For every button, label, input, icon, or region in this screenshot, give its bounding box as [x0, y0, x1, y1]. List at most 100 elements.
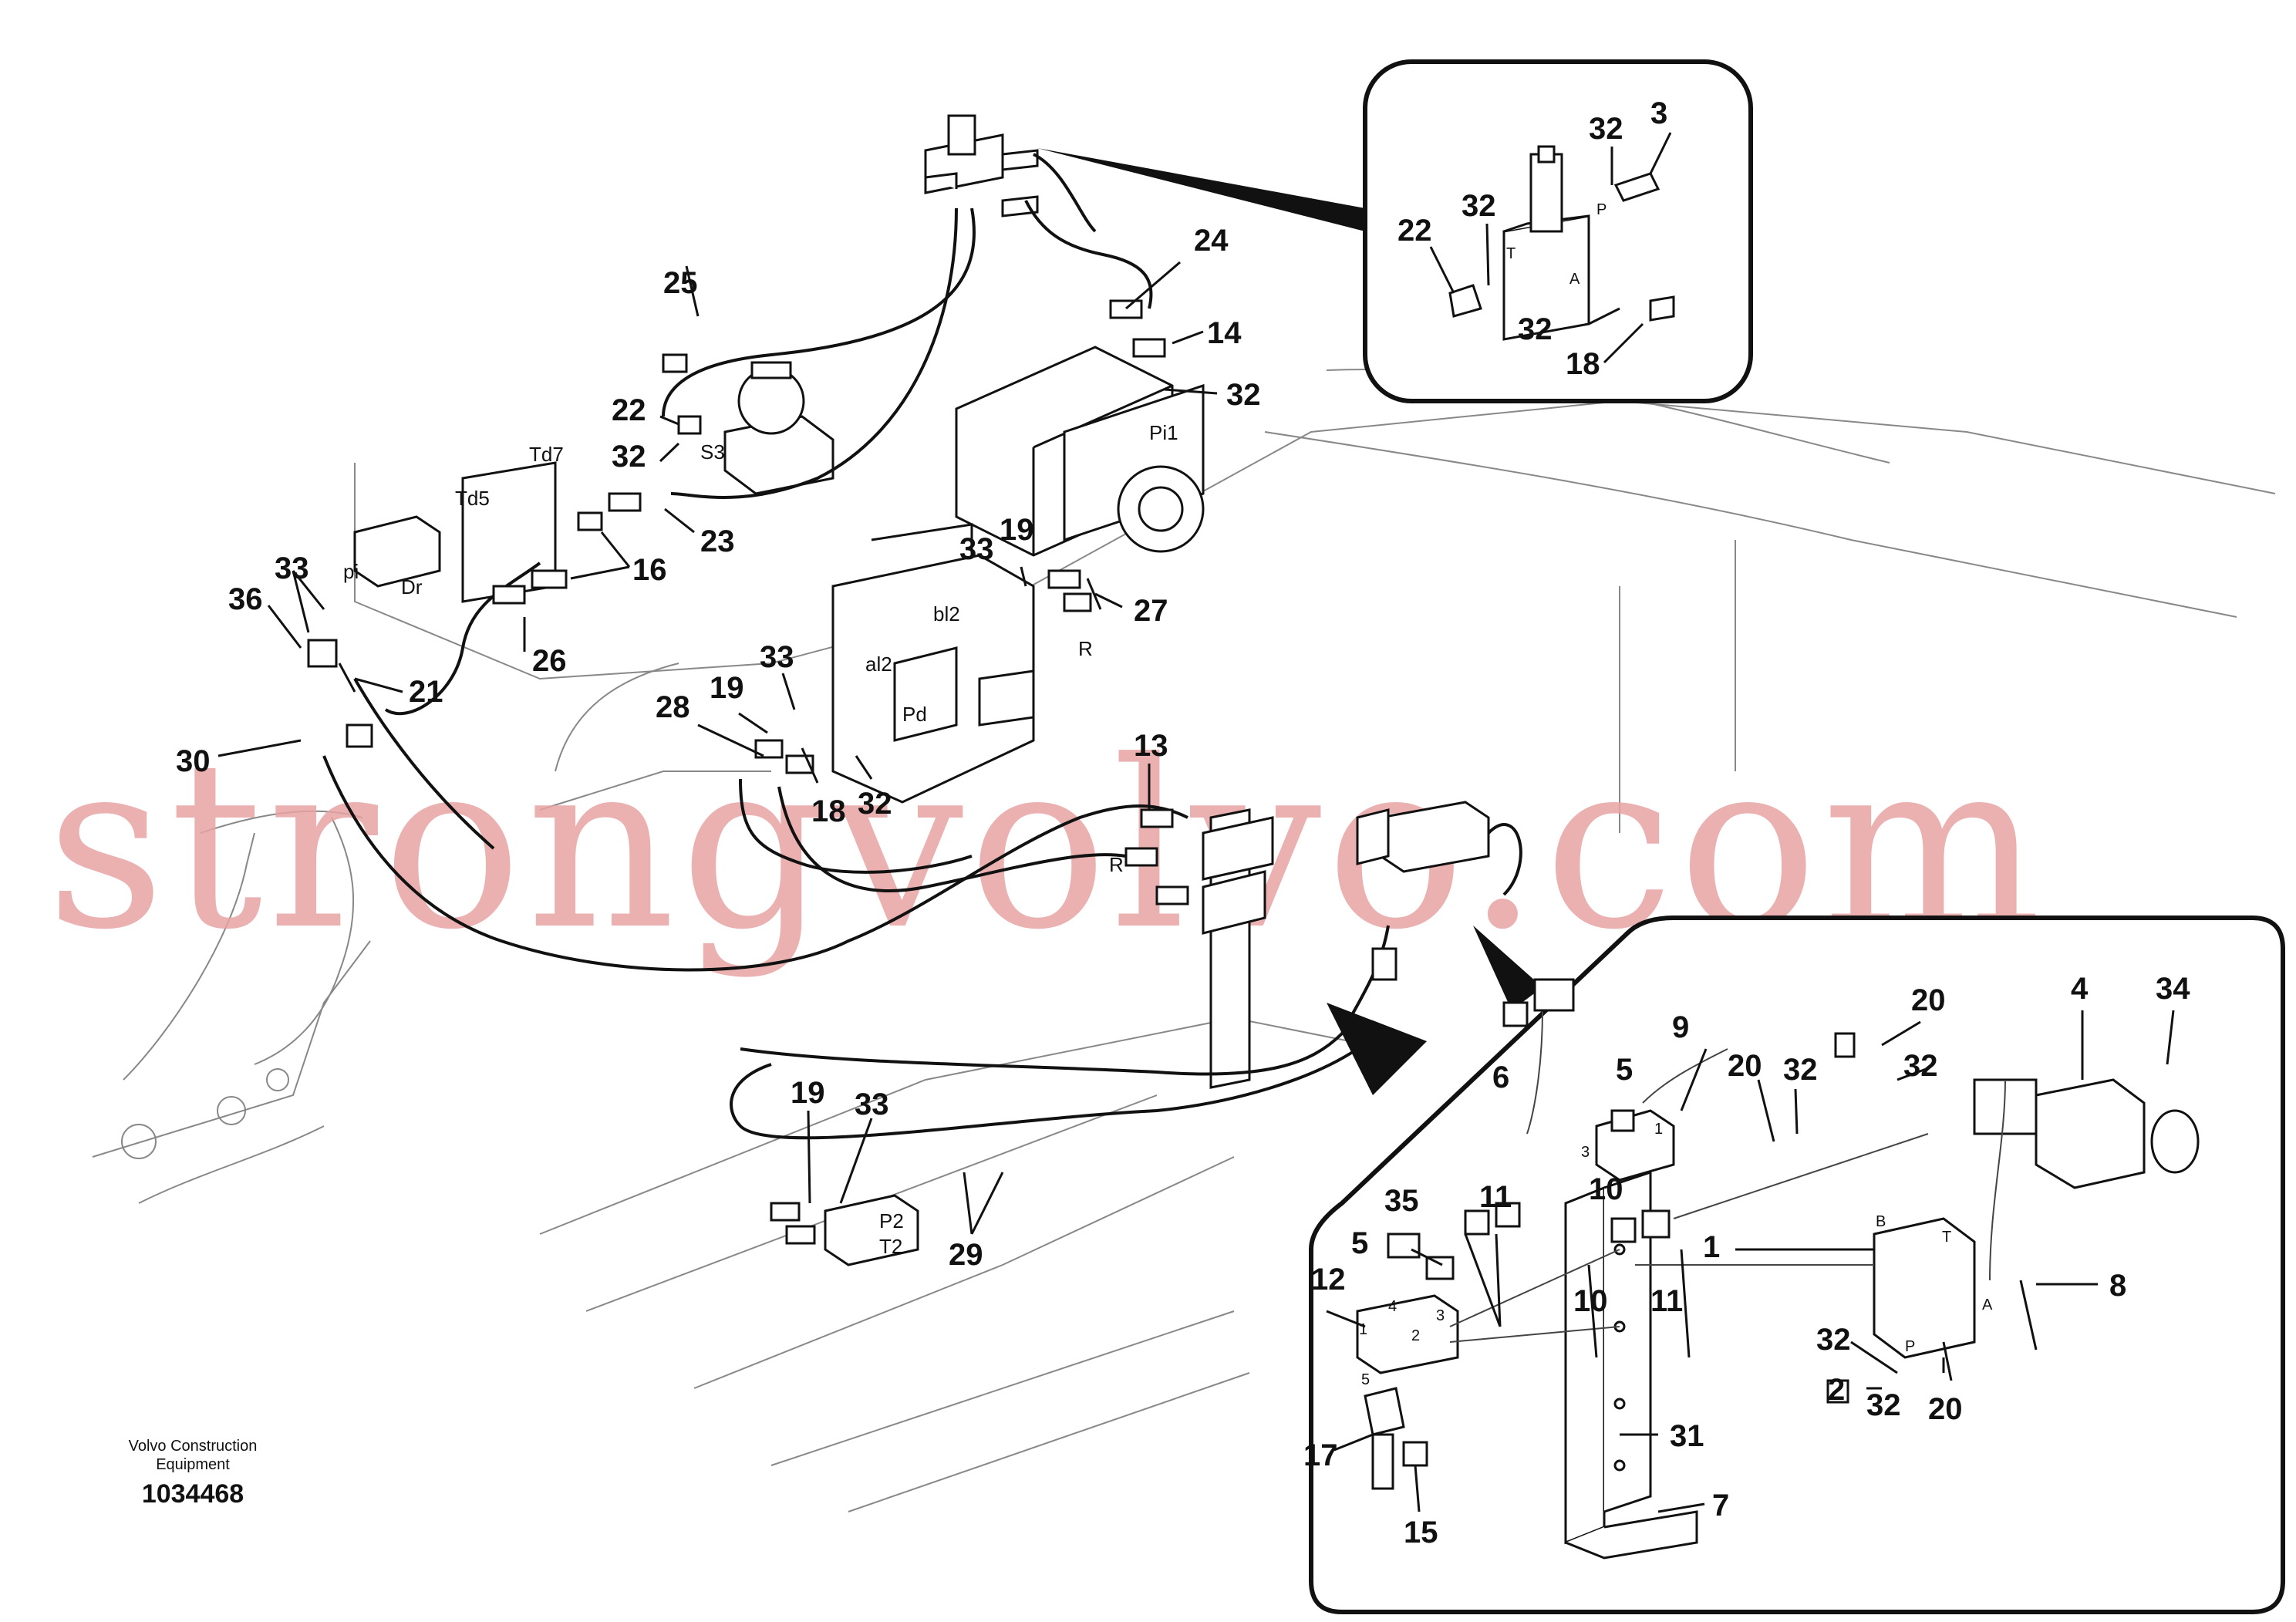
callout-18: 18	[811, 794, 846, 828]
callout-11: 11	[1479, 1180, 1512, 1214]
port-n4: 4	[1388, 1298, 1397, 1315]
port-dr: Dr	[401, 575, 423, 599]
port-td7: Td7	[529, 443, 564, 466]
fittings	[307, 299, 1397, 1245]
callout-4: 4	[2071, 972, 2089, 1006]
accumulator: S3	[700, 361, 834, 495]
callout-26: 26	[532, 644, 567, 678]
upper-right-valve	[1356, 801, 1490, 873]
port-v1: 1	[1654, 1121, 1663, 1138]
callout-24: 24	[1194, 224, 1229, 258]
inset-callout-32: 32	[1589, 112, 1623, 146]
port-t2: T2	[879, 1235, 902, 1258]
callout-32: 32	[1903, 1049, 1938, 1083]
machine-frame-outline	[92, 369, 2276, 1512]
port-td5: Td5	[455, 487, 490, 510]
port-t: T	[1942, 1229, 1951, 1246]
inset-callout-18: 18	[1566, 347, 1600, 381]
callout-10: 10	[1573, 1284, 1608, 1318]
callout-35: 35	[1384, 1184, 1419, 1218]
port-r2: R	[1109, 853, 1124, 876]
callout-7: 7	[1712, 1489, 1729, 1523]
inset-port-t: T	[1506, 245, 1515, 262]
callout-14: 14	[1207, 316, 1242, 350]
callout-20: 20	[1728, 1049, 1762, 1083]
inset-top: P T A 32 3 32 22 32 18	[1037, 59, 1753, 403]
hydraulic-pump	[955, 346, 1205, 557]
callout-32: 32	[1866, 1388, 1901, 1422]
callout-5: 5	[1616, 1053, 1633, 1087]
callout-33: 33	[959, 532, 994, 566]
callout-12: 12	[1311, 1263, 1346, 1297]
inset-port-p: P	[1596, 201, 1607, 218]
inset-callout-22: 22	[1397, 214, 1432, 248]
callout-13: 13	[1134, 729, 1168, 763]
port-b: B	[1876, 1213, 1886, 1230]
callout-32: 32	[858, 787, 892, 821]
port-pi: pi	[343, 560, 359, 583]
port-bl2: bl2	[933, 602, 960, 626]
callout-8: 8	[2109, 1269, 2126, 1303]
callout-9: 9	[1672, 1010, 1689, 1044]
callout-32: 32	[1783, 1053, 1818, 1087]
callout-31: 31	[1670, 1419, 1704, 1453]
inset-port-a: A	[1569, 271, 1580, 288]
callout-15: 15	[1404, 1516, 1438, 1549]
top-valve-block	[924, 114, 1039, 218]
callout-10: 10	[1589, 1172, 1623, 1206]
inset-callout-32: 32	[1518, 312, 1553, 346]
inset-callout-3: 3	[1650, 96, 1667, 130]
port-r1: R	[1078, 637, 1093, 660]
callout-20: 20	[1911, 983, 1946, 1017]
callout-29: 29	[949, 1238, 983, 1272]
callout-33: 33	[855, 1088, 889, 1121]
callout-1: 1	[1703, 1230, 1720, 1264]
callout-33: 33	[275, 551, 309, 585]
port-p: P	[1905, 1338, 1915, 1355]
control-valve: bl2 al2 Pd	[831, 523, 1035, 804]
callout-33: 33	[760, 640, 794, 674]
port-a: A	[1982, 1297, 1993, 1313]
port-pi1: Pi1	[1149, 421, 1178, 444]
port-n3: 3	[1436, 1307, 1445, 1324]
callout-21: 21	[409, 675, 443, 709]
mid-valve-bracket	[1202, 808, 1274, 1089]
callout-19: 19	[710, 671, 744, 705]
callout-5: 5	[1351, 1226, 1368, 1260]
callout-34: 34	[2156, 972, 2190, 1006]
brand-line-1: Volvo Construction	[128, 1438, 258, 1455]
hose-routing	[322, 153, 1522, 1140]
callout-22: 22	[612, 393, 646, 427]
callout-16: 16	[632, 553, 667, 587]
callout-numbers: 25 22 32 23 24 14 32 16 26 33 19 27 33 3…	[176, 224, 1261, 1272]
brand-label: Volvo Construction Equipment	[85, 1437, 301, 1474]
callout-2: 2	[1828, 1373, 1845, 1407]
callout-20: 20	[1928, 1392, 1963, 1426]
port-al2: al2	[865, 653, 892, 676]
callout-36: 36	[228, 582, 263, 616]
inset-callout-32: 32	[1462, 189, 1496, 223]
callout-23: 23	[700, 524, 735, 558]
p2-t2-block: P2 T2	[824, 1194, 919, 1266]
callout-11: 11	[1650, 1284, 1683, 1318]
leader-lines	[217, 261, 1218, 1235]
callout-32: 32	[1226, 378, 1261, 412]
port-n5: 5	[1361, 1371, 1370, 1388]
callout-25: 25	[663, 266, 698, 300]
callout-28: 28	[656, 690, 690, 724]
port-v3: 3	[1581, 1144, 1590, 1161]
document-number: 1034468	[141, 1479, 244, 1509]
callout-27: 27	[1134, 594, 1168, 628]
port-pd: Pd	[902, 703, 927, 726]
port-p2: P2	[879, 1209, 904, 1233]
callout-32: 32	[1816, 1323, 1851, 1357]
port-n1: 1	[1359, 1321, 1367, 1338]
callout-19: 19	[1000, 513, 1034, 547]
port-n2: 2	[1411, 1327, 1420, 1344]
callout-19: 19	[791, 1076, 825, 1110]
callout-17: 17	[1303, 1438, 1338, 1472]
inset-bottom: B T A P 1 3 5 4 1 2 3 5	[1303, 916, 2285, 1614]
port-s3: S3	[700, 440, 725, 464]
brand-line-2: Equipment	[156, 1456, 230, 1473]
